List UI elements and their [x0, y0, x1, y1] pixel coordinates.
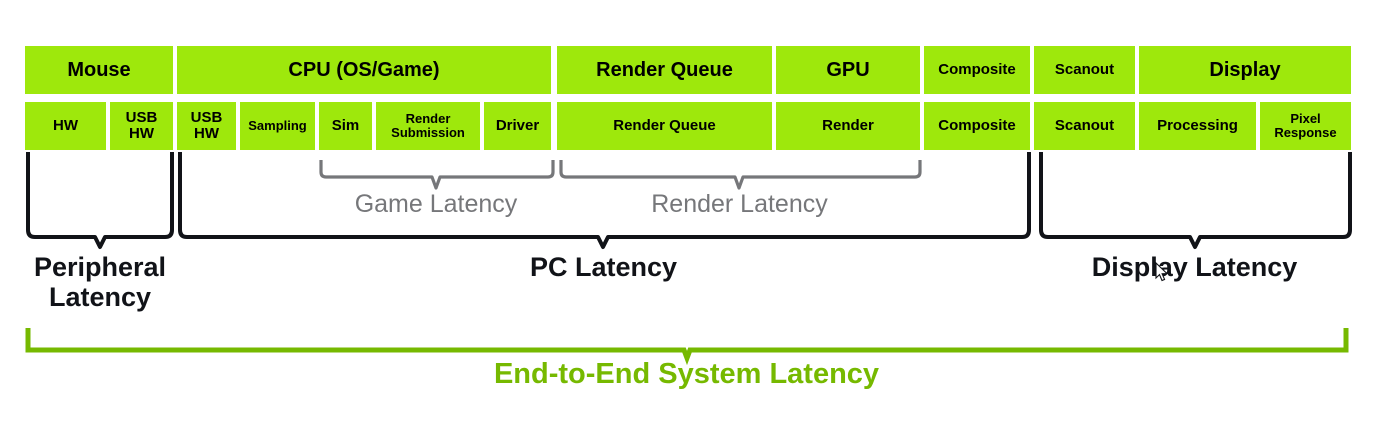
bracket-end-to-end-latency — [25, 328, 1351, 366]
stage-block-gpu: GPU — [776, 46, 920, 94]
substage-block-render-queue: Render Queue — [557, 102, 772, 150]
label-render-latency: Render Latency — [651, 190, 828, 218]
stage-block-cpu: CPU (OS/Game) — [177, 46, 551, 94]
substage-block-driver: Driver — [484, 102, 551, 150]
stage-block-render-queue: Render Queue — [557, 46, 772, 94]
stage-block-mouse: Mouse — [25, 46, 173, 94]
label-game-latency: Game Latency — [354, 190, 518, 218]
bracket-peripheral-latency — [25, 152, 175, 249]
bracket-pc-latency — [177, 152, 1032, 249]
stage-block-display: Display — [1139, 46, 1351, 94]
substage-block-scanout: Scanout — [1034, 102, 1135, 150]
label-end-to-end-system-latency: End-to-End System Latency — [493, 358, 880, 390]
label-pc-latency: PC Latency — [529, 252, 678, 282]
substage-block-pixel-response: Pixel Response — [1260, 102, 1351, 150]
bracket-display-latency — [1038, 152, 1353, 249]
label-peripheral-latency: Peripheral Latency — [33, 252, 167, 313]
substage-block-usb-hw-mouse: USB HW — [110, 102, 173, 150]
substage-block-composite: Composite — [924, 102, 1030, 150]
substage-block-hw: HW — [25, 102, 106, 150]
label-display-latency: Display Latency — [1091, 252, 1298, 282]
substage-block-processing: Processing — [1139, 102, 1256, 150]
stage-block-composite: Composite — [924, 46, 1030, 94]
substage-block-usb-hw-pc: USB HW — [177, 102, 236, 150]
stage-block-scanout: Scanout — [1034, 46, 1135, 94]
substage-block-render-submission: Render Submission — [376, 102, 480, 150]
substage-block-sampling: Sampling — [240, 102, 315, 150]
substage-block-render: Render — [776, 102, 920, 150]
mouse-cursor-icon — [1155, 261, 1171, 284]
bracket-render-latency — [559, 158, 922, 190]
substage-block-sim: Sim — [319, 102, 372, 150]
bracket-game-latency — [319, 158, 555, 190]
